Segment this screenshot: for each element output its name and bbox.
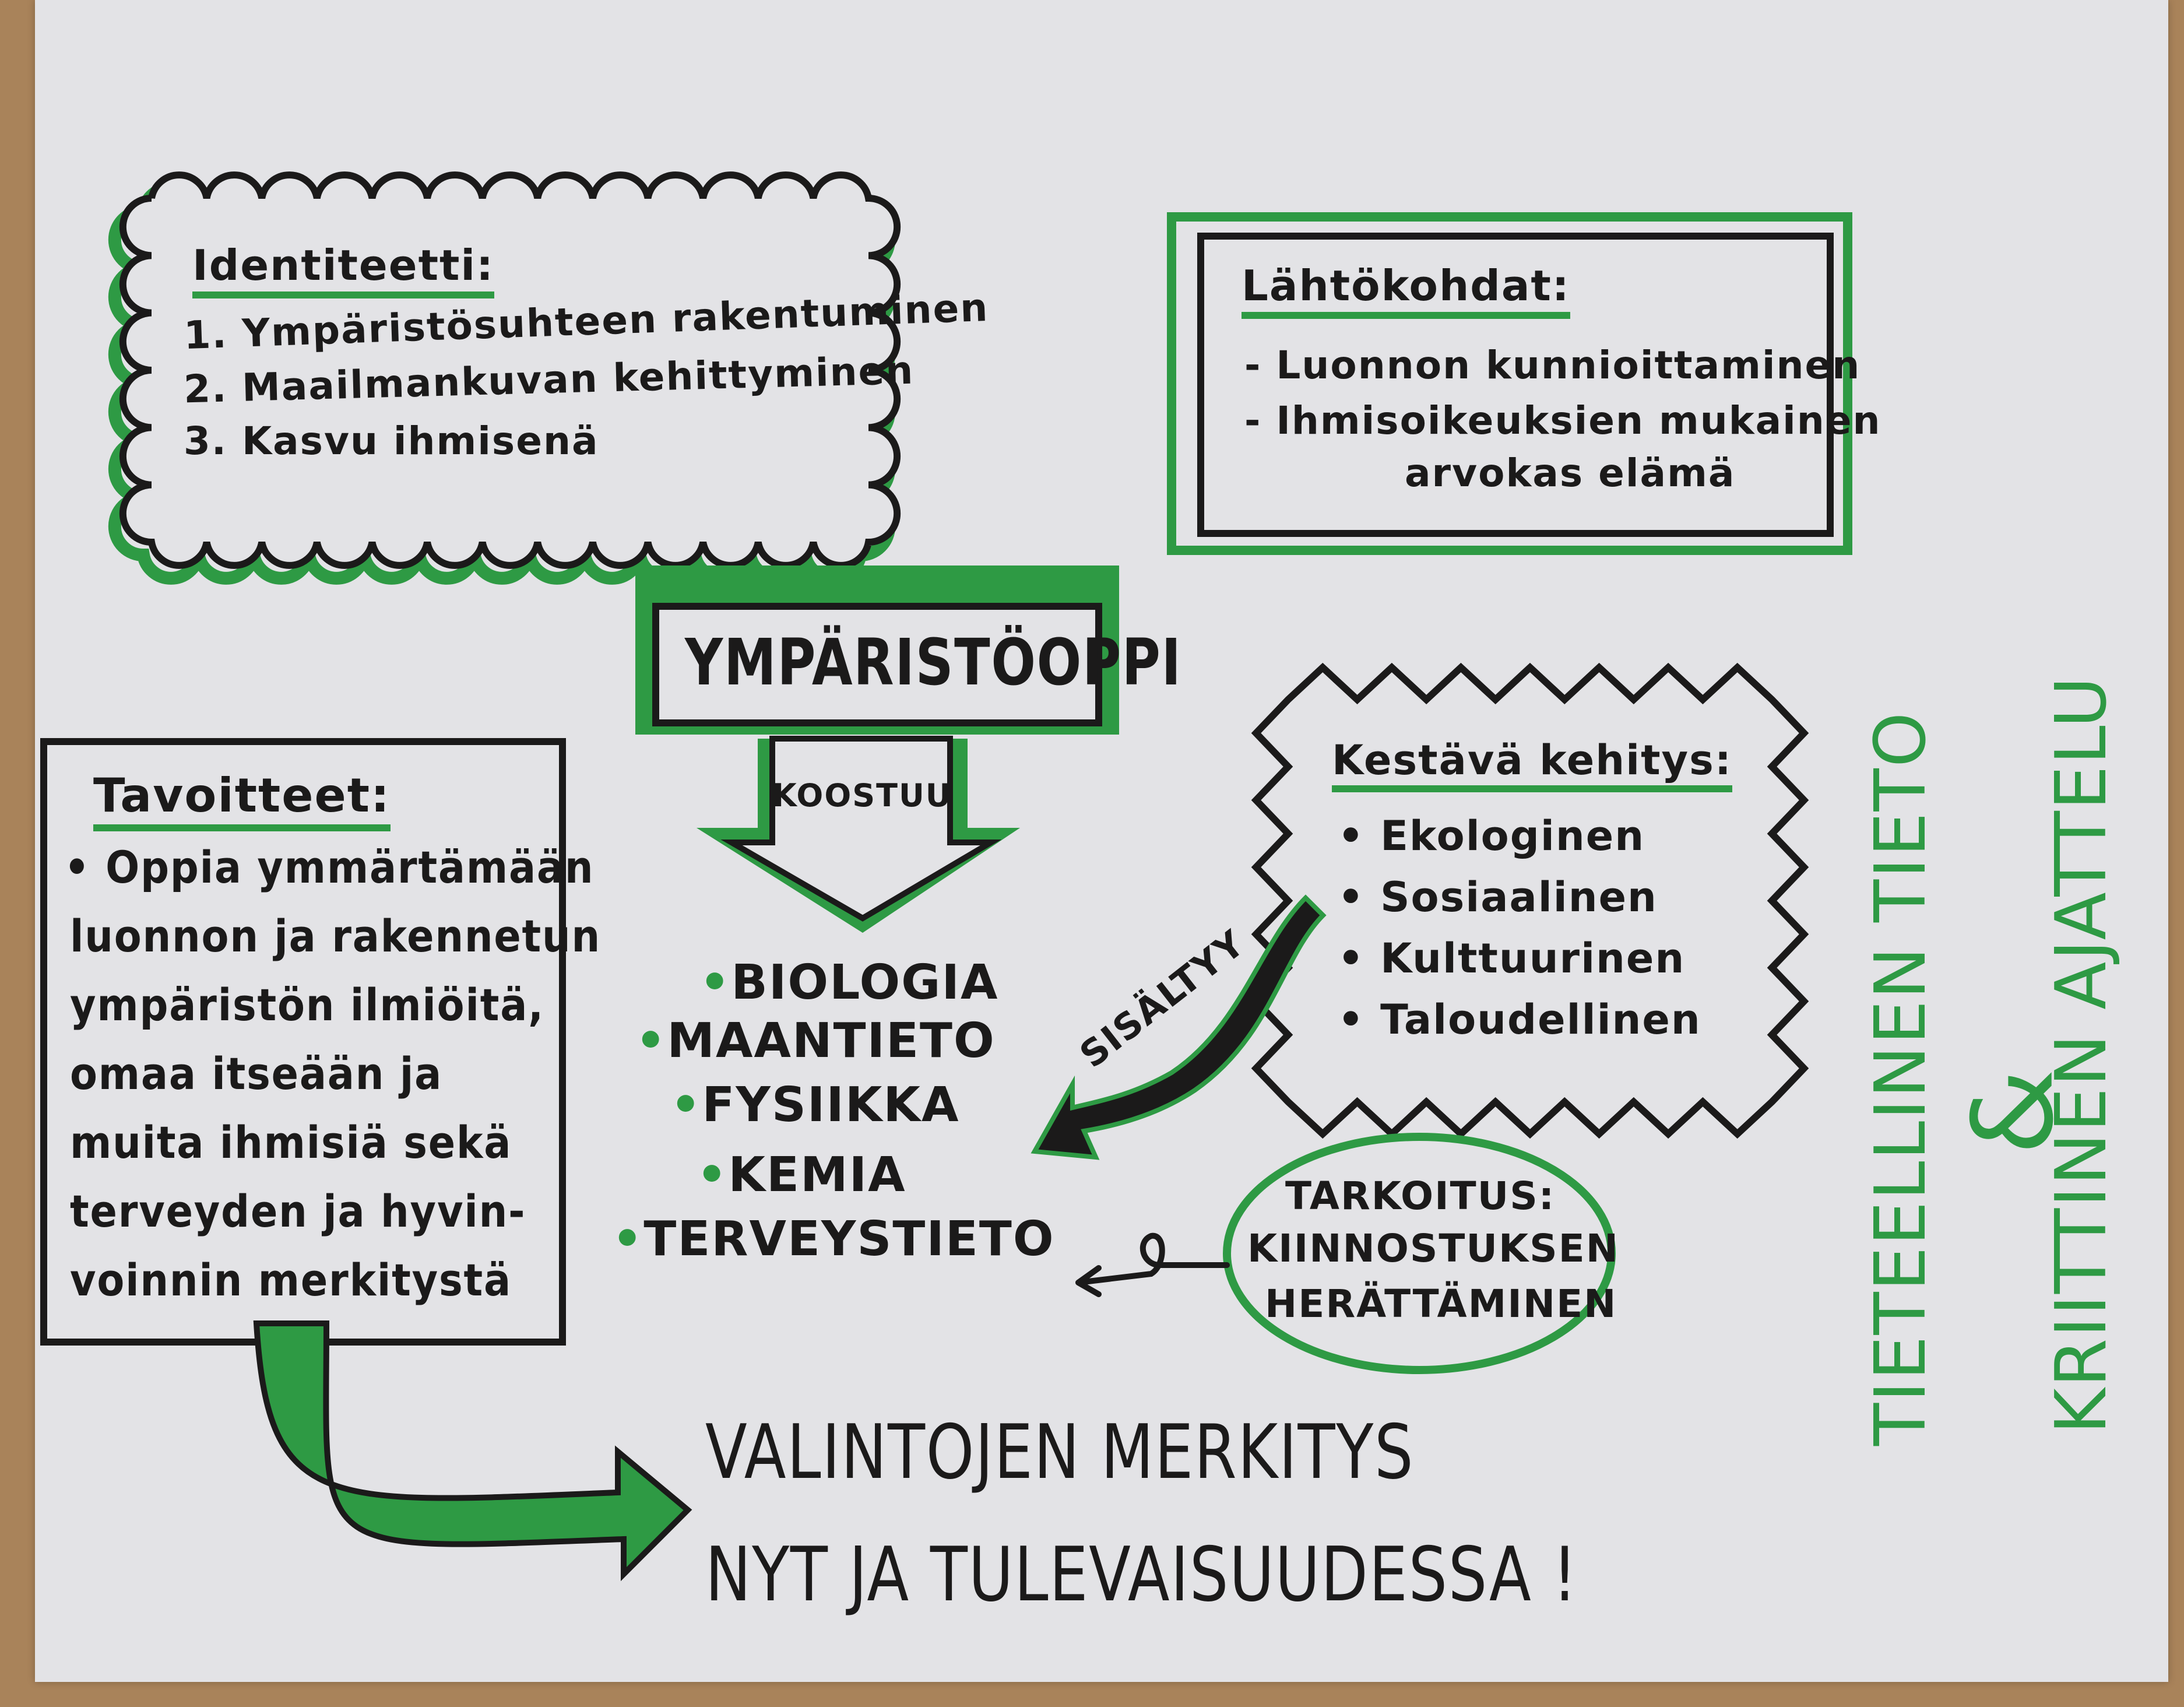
tarkoitus-text: HERÄTTÄMINEN [1265,1281,1617,1326]
tavoitteet-line: muita ihmisiä sekä [70,1116,512,1168]
koostuu-label: KOOSTUU [772,777,952,814]
valinnat-arrow [253,1320,692,1582]
subject-item: •MAANTIETO [635,1013,996,1069]
tieteellinen-tieto-label: TIETEELLINEN TIETO [1861,711,1942,1446]
tavoitteet-line: • Oppia ymmärtämään [64,841,595,893]
lahtokohdat-title: Lähtökohdat: [1242,262,1570,319]
tavoitteet-title: Tavoitteet: [93,770,391,831]
identiteetti-title: Identiteetti: [192,242,494,298]
subject-box [652,603,1102,726]
kestava-item: • Taloudellinen [1338,996,1701,1044]
lahtokohdat-item: - Luonnon kunnioittaminen [1244,343,1861,388]
tarkoitus-squiggle-arrow [1075,1232,1230,1297]
lahtokohdat-item: - Ihmisoikeuksien mukainen [1244,398,1881,443]
lahtokohdat-item: arvokas elämä [1405,451,1736,496]
koostuu-arrow [720,736,1002,922]
tavoitteet-line: terveyden ja hyvin- [70,1185,526,1237]
sisaltyy-arrow [1031,894,1327,1160]
subject-item: •TERVEYSTIETO [612,1211,1055,1267]
tavoitteet-line: luonnon ja rakennetun [70,910,602,962]
tavoitteet-line: omaa itseään ja [70,1048,443,1100]
lahtokohdat-box-outer [1167,212,1852,555]
tarkoitus-text: KIINNOSTUKSEN [1247,1226,1619,1271]
conclusion-line: VALINTOJEN MERKITYS [705,1409,1415,1496]
lahtokohdat-box-inner [1197,233,1834,537]
conclusion-line: NYT JA TULEVAISUUDESSA ! [705,1532,1578,1618]
subject-item: •FYSIIKKA [670,1077,960,1133]
tavoitteet-line: voinnin merkitystä [70,1254,512,1306]
subject-item: •BIOLOGIA [699,955,999,1010]
subject-item: •KEMIA [697,1147,906,1203]
kestava-item: • Kulttuurinen [1338,935,1686,982]
tarkoitus-title: TARKOITUS: [1285,1174,1556,1218]
identiteetti-item: 3. Kasvu ihmisenä [184,419,599,463]
kestava-item: • Sosiaalinen [1338,873,1658,921]
tavoitteet-line: ympäristön ilmiöitä, [70,979,544,1031]
kriittinen-ajattelu-label: KRIITTINEN AJATTELU [2041,675,2122,1434]
subject-title: YMPÄRISTÖOPPI [685,625,1182,700]
kestava-title: Kestävä kehitys: [1332,737,1732,793]
tarkoitus-circle [1223,1133,1616,1374]
tavoitteet-box [40,738,566,1346]
kestava-item: • Ekologinen [1338,812,1645,860]
identiteetti-cloud [119,171,901,569]
